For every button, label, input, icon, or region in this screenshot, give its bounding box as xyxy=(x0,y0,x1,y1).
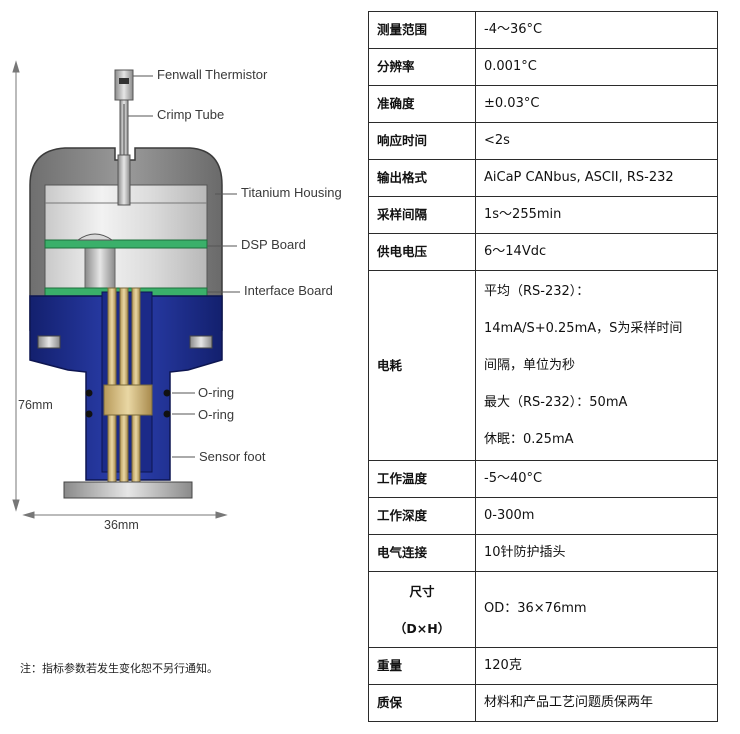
table-row: 供电电压 6～14Vdc xyxy=(368,233,718,271)
sensor-cross-section-figure: Fenwall Thermistor Crimp Tube Titanium H… xyxy=(0,0,360,560)
table-row: 响应时间 <2s xyxy=(368,122,718,160)
spec-key: 分辨率 xyxy=(368,48,476,86)
sensor-cross-section-drawing xyxy=(12,60,240,519)
spec-key: 工作深度 xyxy=(368,497,476,535)
spec-value: 材料和产品工艺问题质保两年 xyxy=(475,684,718,722)
crimp-tube-shape xyxy=(117,154,131,206)
spec-key: 电气连接 xyxy=(368,534,476,572)
spec-value: -4～36°C xyxy=(475,11,718,49)
dsp-board-shape xyxy=(44,239,208,249)
spec-value-line: 平均（RS-232）： xyxy=(484,284,590,299)
callout-leader-lines xyxy=(128,75,240,458)
spec-value: 10针防护插头 xyxy=(475,534,718,572)
spec-value: 120克 xyxy=(475,647,718,685)
spec-key-line: （D×H） xyxy=(393,620,451,636)
spec-value-line: 最大（RS-232）：50mA xyxy=(484,395,628,410)
table-row: 测量范围 -4～36°C xyxy=(368,11,718,49)
spec-value-line: 间隔，单位为秒 xyxy=(484,358,576,373)
spec-key-multiline: 尺寸 （D×H） xyxy=(368,571,476,648)
table-row: 准确度 ±0.03°C xyxy=(368,85,718,123)
spec-key-line: 尺寸 xyxy=(409,583,435,599)
spec-key: 质保 xyxy=(368,684,476,722)
table-row: 电耗 平均（RS-232）： 14mA/S+0.25mA，S为采样时间 间隔，单… xyxy=(368,270,718,461)
table-row: 输出格式 AiCaP CANbus, ASCII, RS-232 xyxy=(368,159,718,197)
table-row: 分辨率 0.001°C xyxy=(368,48,718,86)
height-dimension-line xyxy=(12,60,20,512)
spec-value: 6～14Vdc xyxy=(475,233,718,271)
label-titanium-housing: Titanium Housing xyxy=(241,185,342,200)
foot-flange xyxy=(63,481,193,499)
spec-key: 测量范围 xyxy=(368,11,476,49)
o-rings xyxy=(85,389,171,418)
spec-key: 电耗 xyxy=(368,270,476,461)
label-o-ring-1: O-ring xyxy=(198,385,235,400)
right-screw xyxy=(189,335,213,349)
spec-key: 响应时间 xyxy=(368,122,476,160)
spec-value: ±0.03°C xyxy=(475,85,718,123)
spec-value: -5～40°C xyxy=(475,460,718,498)
spec-value: <2s xyxy=(475,122,718,160)
table-row: 尺寸 （D×H） OD：36×76mm xyxy=(368,571,718,648)
spec-key: 输出格式 xyxy=(368,159,476,197)
width-dimension-line xyxy=(22,511,228,519)
label-height-76mm: 76mm xyxy=(18,398,53,412)
label-dsp-board: DSP Board xyxy=(241,237,306,252)
spec-value: 0.001°C xyxy=(475,48,718,86)
spec-key: 重量 xyxy=(368,647,476,685)
spec-key: 供电电压 xyxy=(368,233,476,271)
label-width-36mm: 36mm xyxy=(104,518,139,532)
label-interface-board: Interface Board xyxy=(244,283,333,298)
spec-key: 工作温度 xyxy=(368,460,476,498)
connector-pins xyxy=(101,287,153,499)
left-screw xyxy=(37,335,61,349)
spec-value: 1s～255min xyxy=(475,196,718,234)
spec-key: 采样间隔 xyxy=(368,196,476,234)
spec-value-line: 休眠：0.25mA xyxy=(484,432,574,447)
spec-value-multiline: 平均（RS-232）： 14mA/S+0.25mA，S为采样时间 间隔，单位为秒… xyxy=(475,270,718,461)
table-row: 质保 材料和产品工艺问题质保两年 xyxy=(368,684,718,722)
spec-table: 测量范围 -4～36°C 分辨率 0.001°C 准确度 ±0.03°C 响应时… xyxy=(368,11,718,722)
table-row: 电气连接 10针防护插头 xyxy=(368,534,718,572)
internal-cylinder xyxy=(84,244,116,291)
table-row: 工作深度 0-300m xyxy=(368,497,718,535)
label-o-ring-2: O-ring xyxy=(198,407,235,422)
table-row: 工作温度 -5～40°C xyxy=(368,460,718,498)
spec-value: 0-300m xyxy=(475,497,718,535)
spec-key: 准确度 xyxy=(368,85,476,123)
label-fenwall-thermistor: Fenwall Thermistor xyxy=(157,67,268,82)
spec-value: OD：36×76mm xyxy=(475,571,718,648)
label-sensor-foot: Sensor foot xyxy=(199,449,266,464)
spec-value: AiCaP CANbus, ASCII, RS-232 xyxy=(475,159,718,197)
table-row: 重量 120克 xyxy=(368,647,718,685)
thermistor-tip xyxy=(114,69,134,161)
spec-value-line: 14mA/S+0.25mA，S为采样时间 xyxy=(484,321,683,336)
table-row: 采样间隔 1s～255min xyxy=(368,196,718,234)
footnote: 注：指标参数若发生变化恕不另行通知。 xyxy=(20,662,218,675)
label-crimp-tube: Crimp Tube xyxy=(157,107,225,122)
